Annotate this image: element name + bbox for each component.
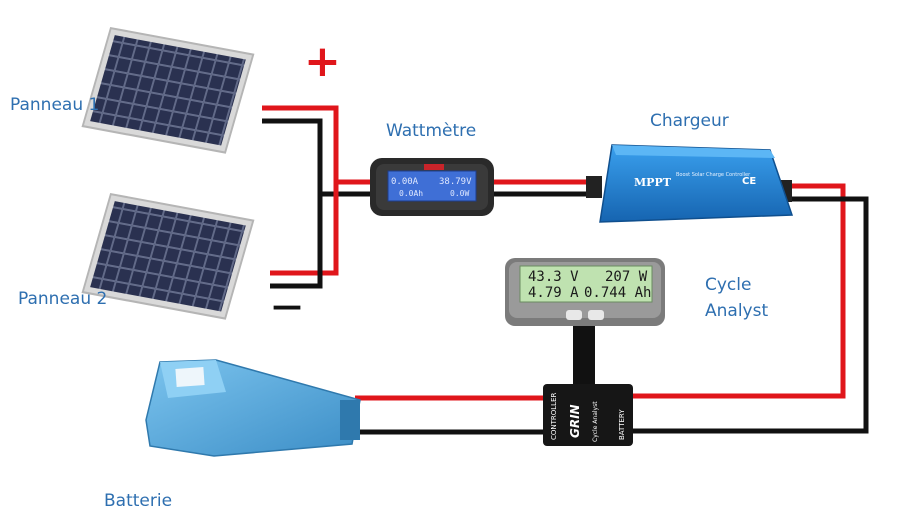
charger-subtitle: Boost Solar Charge Controller: [676, 172, 751, 178]
cycle-analyst-current: 4.79 A: [528, 285, 579, 301]
cycle-analyst-cable: [573, 322, 595, 388]
wire-charger-output-positive: [630, 183, 846, 399]
wire-panel1-negative: [262, 118, 378, 197]
charger-brand: MPPT: [634, 176, 672, 189]
wire-charger-output-negative: [630, 196, 869, 434]
label-charger: Chargeur: [650, 111, 729, 131]
label-wattmeter: Wattmètre: [386, 121, 477, 141]
label-cycle-analyst-line2: Analyst: [705, 301, 769, 321]
wire-panel1-positive: [262, 105, 378, 185]
battery-device: [145, 359, 361, 457]
cycle-analyst-charge: 0.744 Ah: [584, 285, 651, 301]
shunt-controller-label: CONTROLLER: [550, 392, 558, 440]
label-panel-1: Panneau 1: [10, 95, 100, 115]
wattmeter-reading-voltage: 38.79V: [439, 177, 472, 187]
shunt-battery-label: BATTERY: [618, 409, 626, 440]
label-battery: Batterie: [104, 491, 173, 511]
wattmeter-reading-power: 0.0W: [450, 189, 469, 198]
cycle-analyst-voltage: 43.3 V: [528, 269, 579, 285]
wattmeter-device: 0.00A 38.79V 0.0Ah 0.0W: [370, 158, 494, 216]
shunt-device: CONTROLLER GRIN Cycle Analyst BATTERY: [543, 384, 633, 446]
wire-panel2-positive: [270, 182, 339, 276]
shunt-model-label: Cycle Analyst: [592, 401, 599, 442]
wattmeter-reading-current: 0.00A: [391, 177, 419, 187]
cycle-analyst-power: 207 W: [605, 269, 648, 285]
cycle-analyst-device: 43.3 V 207 W 4.79 A 0.744 Ah: [505, 258, 665, 326]
solar-panel-1: [81, 26, 255, 154]
label-cycle-analyst-line1: Cycle: [705, 275, 752, 295]
shunt-brand: GRIN: [568, 404, 582, 438]
charger-cert-mark: CE: [742, 176, 756, 187]
label-panel-2: Panneau 2: [18, 289, 108, 309]
wire-panel2-negative: [270, 194, 323, 289]
solar-panel-2: [81, 192, 255, 320]
positive-polarity-symbol: +: [304, 36, 341, 87]
charger-device: MPPT Boost Solar Charge Controller CE: [586, 144, 794, 223]
negative-polarity-symbol: —: [272, 289, 302, 324]
wattmeter-reading-charge: 0.0Ah: [399, 189, 423, 198]
wiring: [262, 105, 869, 435]
